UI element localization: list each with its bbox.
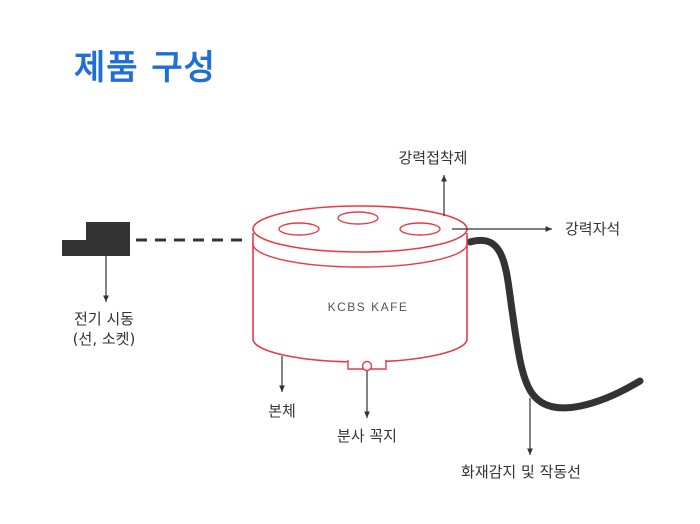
top-hole-right: [399, 222, 441, 236]
label-strong-magnet: 강력자석: [565, 220, 620, 238]
device-body: [252, 205, 468, 363]
top-hole-center: [337, 211, 379, 225]
power-plug: [62, 222, 130, 256]
label-fire-sensor: 화재감지 및 작동선: [461, 463, 581, 481]
label-power-line1: 전기 시동: [74, 310, 134, 328]
label-body: 본체: [268, 402, 296, 420]
device-brand: KCBS KAFE: [328, 300, 409, 314]
label-power-line2: (선, 소켓): [73, 330, 136, 348]
label-nozzle: 분사 꼭지: [337, 427, 397, 445]
top-hole-left: [278, 222, 320, 236]
spray-nozzle: [347, 360, 387, 372]
label-magnetic-adhesive: 강력접착제: [398, 149, 467, 167]
page-title: 제품 구성: [74, 48, 216, 88]
fire-sensor-cable: [466, 236, 644, 412]
